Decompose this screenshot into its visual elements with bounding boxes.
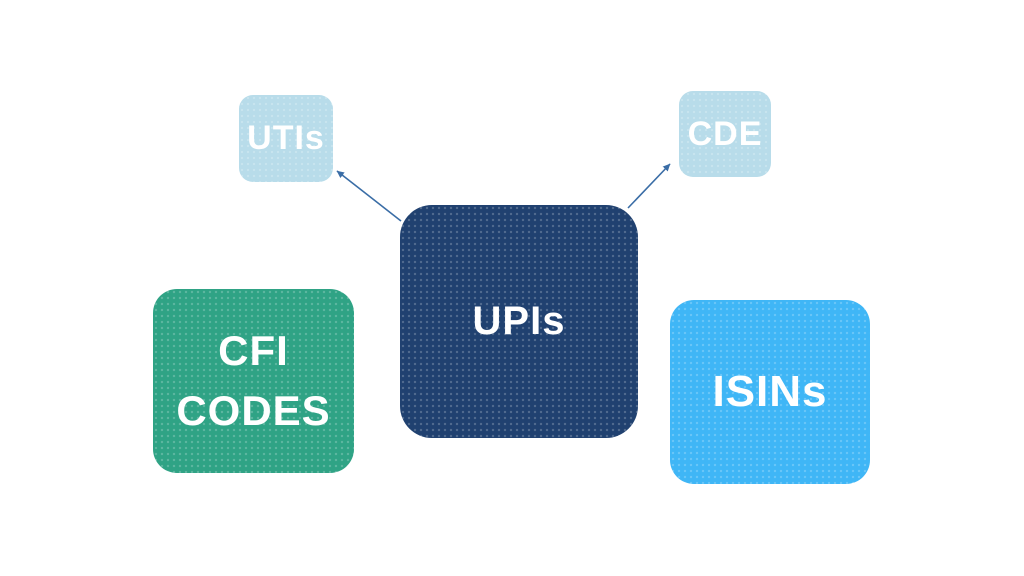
node-utis: UTIs bbox=[239, 95, 333, 182]
node-cfi-codes-label-line1: CFI bbox=[218, 327, 289, 375]
node-utis-label: UTIs bbox=[247, 119, 325, 157]
node-cfi-codes: CFI CODES bbox=[153, 289, 354, 473]
arrow-upis-to-utis bbox=[336, 170, 402, 222]
node-cfi-codes-label-line2: CODES bbox=[176, 387, 331, 434]
node-cde-label: CDE bbox=[687, 114, 763, 153]
node-upis: UPIs bbox=[400, 205, 638, 438]
arrow-upis-to-cde bbox=[627, 163, 671, 209]
node-upis-label: UPIs bbox=[472, 299, 566, 343]
node-cde: CDE bbox=[679, 91, 771, 177]
node-isins: ISINs bbox=[670, 300, 870, 484]
node-isins-label: ISINs bbox=[712, 367, 828, 416]
